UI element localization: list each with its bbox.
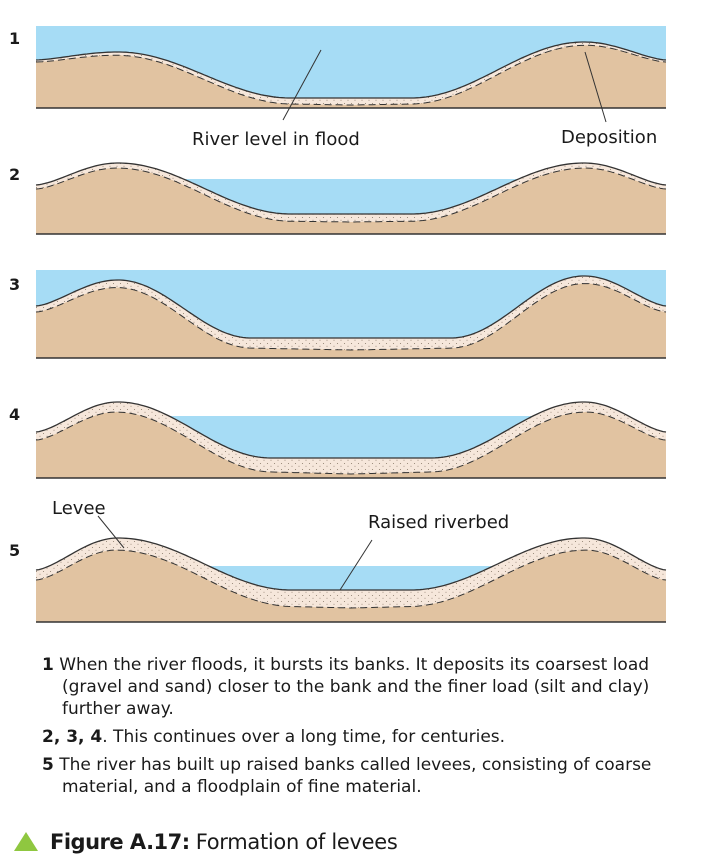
stage-number-5: 5 — [9, 541, 20, 560]
levee-pointer — [97, 515, 125, 549]
figure-caption: Figure A.17: Formation of levees — [14, 826, 398, 858]
bedrock-ground — [36, 550, 666, 622]
old-surface-dashed-line — [35, 549, 667, 609]
figure-marker-icon — [14, 831, 38, 851]
caption-stage-5: 5 The river has built up raised banks ca… — [42, 755, 652, 797]
figure-label: Figure A.17: — [50, 830, 190, 854]
land-surface-line — [35, 401, 667, 459]
land-surface-line — [35, 41, 667, 99]
deposition-label: Deposition — [561, 127, 657, 148]
bedrock-ground — [36, 283, 666, 358]
old-surface-dashed-line — [35, 44, 667, 106]
stage-number-2: 2 — [9, 165, 20, 184]
figure-title: Formation of levees — [195, 830, 398, 854]
stage-panel-3: 3 — [9, 270, 667, 359]
old-surface-dashed-line — [35, 411, 667, 475]
bedrock-ground — [36, 412, 666, 478]
stage-panel-2: 2 — [9, 162, 667, 235]
stage-number-4: 4 — [9, 405, 20, 424]
old-surface-dashed-line — [35, 283, 667, 351]
stage-number-1: 1 — [9, 29, 20, 48]
levee-formation-diagram: 1 2 3 4 5 River level in flood DepositionLeve… — [9, 26, 667, 623]
stage-panel-5: 5 — [9, 537, 667, 623]
land-surface-line — [35, 162, 667, 215]
deposition-pointer — [584, 51, 607, 123]
land-surface-line — [35, 275, 667, 339]
raised-riverbed-label: Raised riverbed — [368, 512, 509, 533]
stage-panel-4: 4 — [9, 401, 667, 479]
caption-stage-1: 1 When the river floods, it bursts its b… — [42, 655, 650, 719]
bedrock-ground — [36, 168, 666, 234]
raised-riverbed-pointer — [339, 539, 373, 591]
stage-number-3: 3 — [9, 275, 20, 294]
caption-list: 1 When the river floods, it bursts its b… — [42, 654, 682, 804]
bedrock-ground — [36, 45, 666, 108]
river-level-label: River level in flood — [192, 129, 360, 150]
land-surface-line — [35, 537, 667, 591]
levee-label: Levee — [52, 498, 106, 519]
caption-stages-2-4: 2, 3, 4. This continues over a long time… — [42, 727, 506, 747]
river-level-pointer — [282, 49, 322, 121]
stage-panel-1: 1 — [9, 26, 667, 109]
